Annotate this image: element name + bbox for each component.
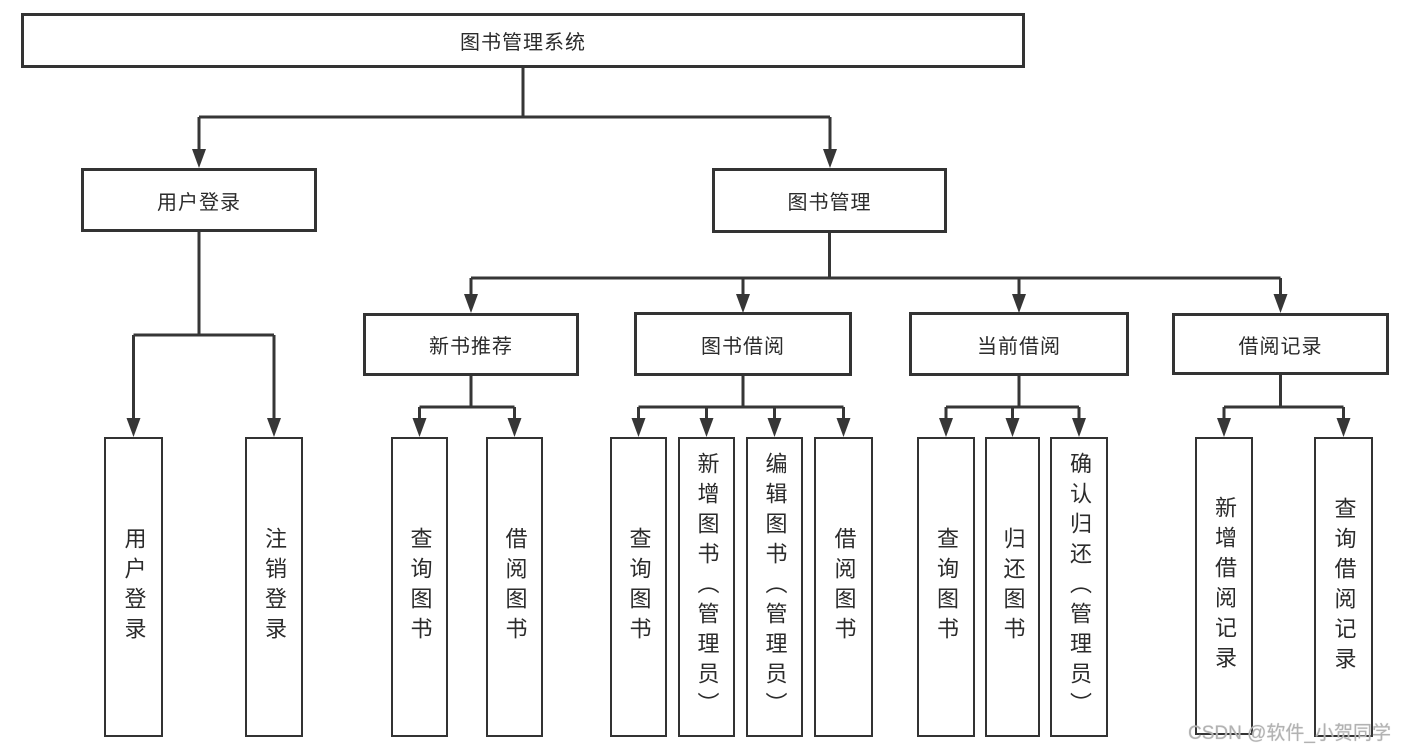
leaf-query-books-borrow: 查询图书 [610, 437, 667, 737]
leaf-add-borrow-record: 新增借阅记录 [1195, 437, 1253, 735]
watermark: CSDN @软件_小贺同学 [1188, 723, 1391, 744]
node-current-borrow: 当前借阅 [909, 312, 1129, 376]
node-book-management: 图书管理 [712, 168, 947, 233]
node-root: 图书管理系统 [21, 13, 1025, 68]
arrowheads [126, 149, 1351, 437]
leaf-borrow-books-borrow: 借阅图书 [814, 437, 873, 737]
node-new-book-recommend: 新书推荐 [363, 313, 579, 376]
leaf-add-book-admin: 新增图书（管理员） [678, 437, 735, 737]
node-book-borrow: 图书借阅 [634, 312, 852, 376]
node-user-login: 用户登录 [81, 168, 317, 232]
leaf-query-books-recommend: 查询图书 [391, 437, 448, 737]
leaf-user-login: 用户登录 [104, 437, 163, 737]
leaf-logout: 注销登录 [245, 437, 303, 737]
leaf-query-books-current: 查询图书 [917, 437, 975, 737]
connector-paths [132, 68, 1345, 421]
leaf-return-book: 归还图书 [985, 437, 1040, 737]
leaf-confirm-return-admin: 确认归还（管理员） [1050, 437, 1108, 737]
leaf-query-borrow-record: 查询借阅记录 [1314, 437, 1373, 737]
leaf-borrow-books-recommend: 借阅图书 [486, 437, 543, 737]
node-borrow-records: 借阅记录 [1172, 313, 1389, 375]
leaf-edit-book-admin: 编辑图书（管理员） [746, 437, 803, 737]
